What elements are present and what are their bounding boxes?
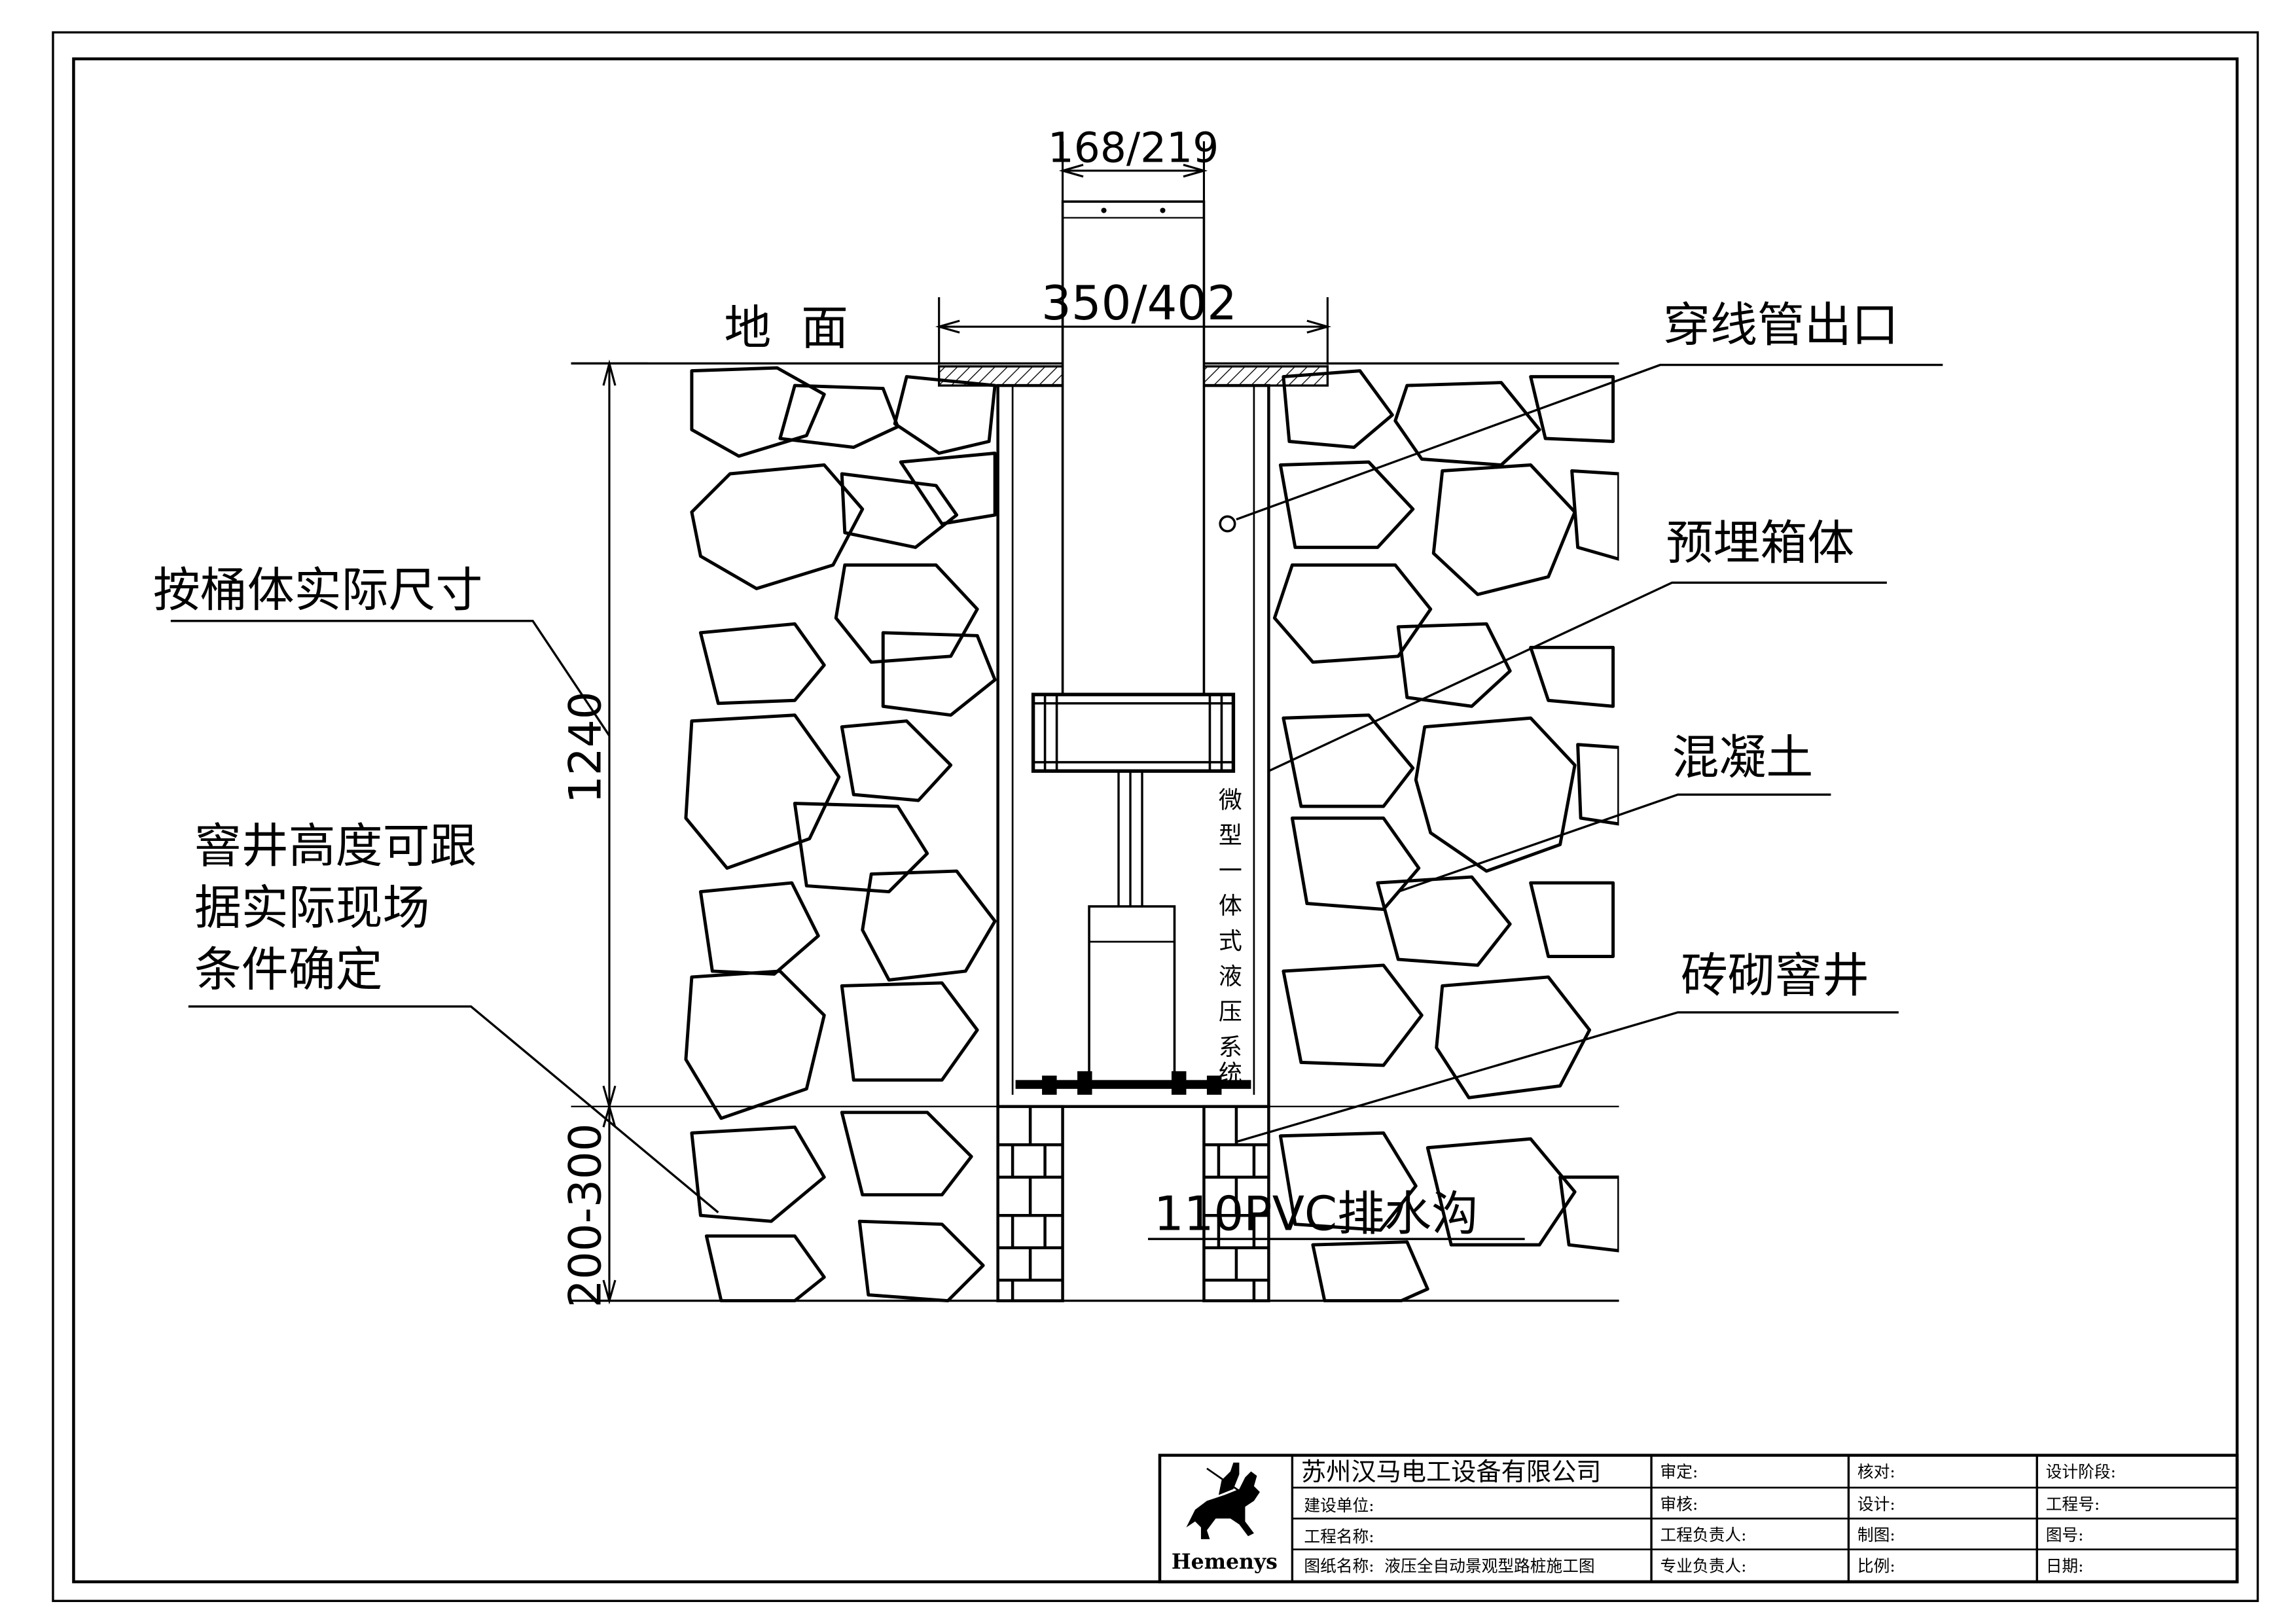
leader-cable-outlet (1236, 363, 1943, 521)
leader-brick-pit (1236, 1011, 1899, 1143)
vertical-system-label: 微 型 一 体 式 液 压 系 统 (1219, 787, 1242, 1087)
base-bolt-1 (1042, 1075, 1057, 1095)
base-bolt-2 (1077, 1071, 1092, 1095)
base-bolt-3 (1171, 1071, 1187, 1095)
dimension-depth-text: 1240 (559, 691, 611, 804)
concrete-stones-left (684, 366, 997, 1302)
note-pit-height-line-1: 窨井高度可跟 (194, 819, 477, 874)
note-pit-height-line-3: 条件确定 (194, 942, 383, 997)
vertical-char: 体 (1219, 893, 1242, 919)
vertical-char: 一 (1219, 857, 1242, 884)
tb-project-leader: 工程负责人: (1660, 1525, 1747, 1544)
dimension-depth (571, 359, 648, 1305)
tb-drawn: 制图: (1857, 1525, 1895, 1544)
leader-embedded-box (1268, 581, 1887, 772)
hydraulic-cylinder (1088, 905, 1176, 1084)
tb-scale: 比例: (1857, 1556, 1895, 1575)
tb-project-number: 工程号: (2046, 1495, 2100, 1514)
leader-pit-note (188, 1005, 719, 1213)
label-embedded-box: 预埋箱体 (1666, 515, 1855, 570)
project-owner-label: 建设单位: (1304, 1496, 1374, 1515)
leader-lines (170, 363, 1943, 1240)
brick-wall-left (996, 1105, 1064, 1302)
inner-border (72, 57, 2239, 1584)
dimension-box-width-text: 350/402 (1041, 276, 1237, 330)
lifting-frame (1031, 692, 1236, 773)
vertical-char: 压 (1219, 999, 1242, 1026)
label-barrel-size: 按桶体实际尺寸 (153, 562, 483, 617)
bollard-pole (1061, 200, 1206, 696)
dimension-pole-diameter-text: 168/219 (1048, 124, 1219, 171)
dimension-pole-diameter (1058, 141, 1208, 202)
leader-barrel-size (170, 620, 611, 737)
tb-reviewed: 审核: (1660, 1495, 1698, 1514)
label-brick-pit: 砖砌窨井 (1681, 948, 1869, 1003)
vertical-char: 液 (1219, 963, 1242, 990)
tb-designed: 设计: (1857, 1495, 1895, 1514)
outer-border (52, 31, 2259, 1602)
vertical-char: 式 (1219, 928, 1242, 955)
title-block (1158, 1454, 2239, 1584)
tb-approved: 审定: (1660, 1462, 1698, 1481)
company-name: 苏州汉马电工设备有限公司 (1301, 1458, 1602, 1487)
concrete-stones-right (1272, 369, 1619, 1302)
tb-date: 日期: (2046, 1556, 2084, 1575)
base-bolt-4 (1206, 1075, 1222, 1095)
leader-concrete (1397, 793, 1831, 893)
tb-design-stage: 设计阶段: (2046, 1462, 2116, 1481)
tb-drawing-number: 图号: (2046, 1525, 2084, 1544)
vertical-char: 统 (1219, 1061, 1242, 1088)
vertical-char: 系 (1219, 1034, 1242, 1061)
note-pit-height-line-2: 据实际现场 (194, 880, 430, 935)
drawing-name-label: 图纸名称: 液压全自动景观型路桩施工图 (1304, 1556, 1594, 1575)
dimension-pit-depth-text: 200-300 (559, 1123, 611, 1308)
label-concrete: 混凝土 (1672, 730, 1814, 785)
ground-label: 地 面 (724, 300, 848, 355)
vertical-char: 微 (1219, 787, 1242, 813)
tb-checked: 核对: (1857, 1462, 1895, 1481)
cable-outlet-icon (1219, 515, 1236, 533)
label-drain: 110PVC排水沟 (1154, 1186, 1479, 1241)
dimension-box-width (935, 297, 1332, 365)
cap-bolt-right (1160, 207, 1166, 213)
tb-discipline-leader: 专业负责人: (1660, 1556, 1747, 1575)
brick-wall-right (1202, 1105, 1270, 1302)
horse-rider-logo (1186, 1462, 1260, 1539)
base-plate (1015, 1080, 1251, 1089)
project-name-label: 工程名称: (1304, 1527, 1374, 1546)
logo-text: Hemenys (1172, 1550, 1278, 1574)
label-cable-outlet: 穿线管出口 (1663, 298, 1899, 353)
vertical-char: 型 (1219, 822, 1242, 849)
cap-bolt-left (1101, 207, 1107, 213)
